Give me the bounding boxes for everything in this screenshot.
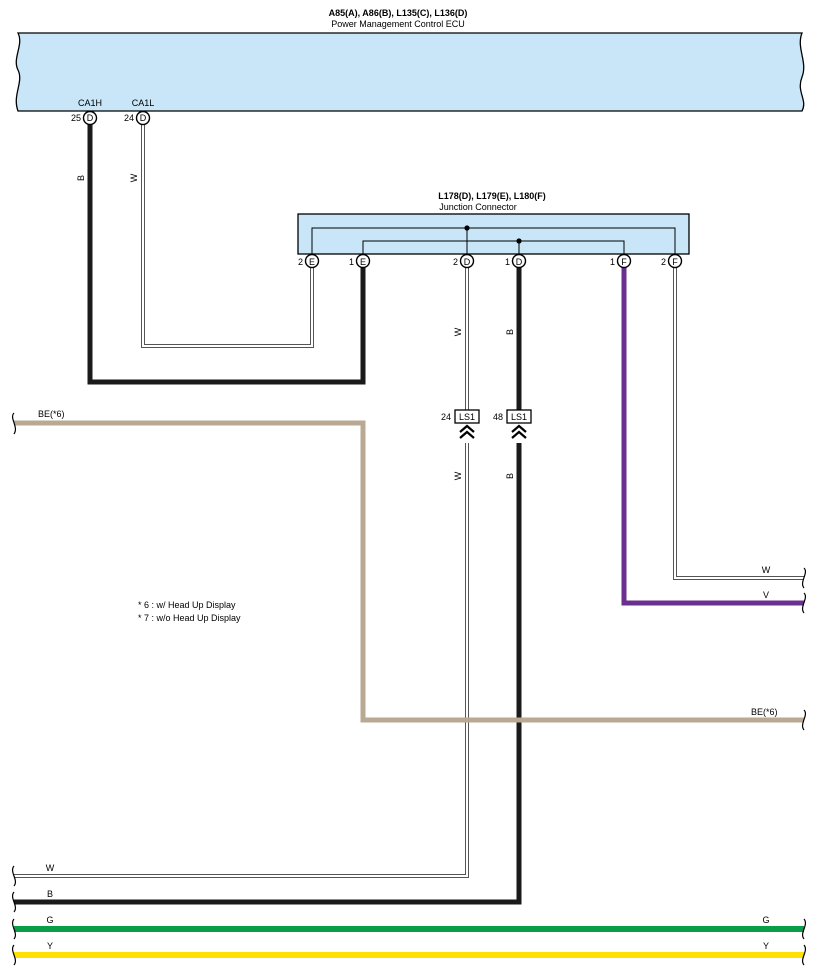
wire-label: Y bbox=[47, 941, 53, 951]
pin-number: 2 bbox=[661, 257, 666, 267]
wire-label: G bbox=[46, 915, 53, 925]
wire-label: B bbox=[76, 175, 86, 181]
junction-pin-f1: 1 F bbox=[610, 253, 632, 269]
connector-chevron-icon bbox=[459, 424, 475, 439]
inline-connector-ls1-24: 24 LS1 bbox=[441, 409, 480, 439]
wire-w-ca1l bbox=[141, 125, 314, 348]
wire-w-ls1-down bbox=[14, 443, 469, 878]
pin-number: 25 bbox=[71, 113, 81, 123]
junction-pin-d1: 1 D bbox=[505, 253, 527, 269]
wire-label: B bbox=[505, 473, 515, 479]
junction-pin-e1: 1 E bbox=[349, 253, 371, 269]
wire-label: G bbox=[762, 915, 769, 925]
wire-label: BE(*6) bbox=[38, 409, 65, 419]
connector-pin-number: 24 bbox=[441, 412, 451, 422]
junction-box bbox=[297, 213, 690, 255]
junction-pin-f2: 2 F bbox=[661, 253, 683, 269]
pin-letter: D bbox=[464, 257, 471, 267]
ecu-pin-ca1h: CA1H 25 D bbox=[71, 98, 102, 126]
pin-letter: F bbox=[621, 257, 627, 267]
connector-label: LS1 bbox=[511, 412, 527, 422]
wire-label: Y bbox=[763, 941, 769, 951]
ecu-codes: A85(A), A86(B), L135(C), L136(D) bbox=[329, 8, 468, 18]
pin-number: 1 bbox=[349, 257, 354, 267]
wire-w-junction-f2 bbox=[673, 268, 804, 580]
pin-letter: D bbox=[516, 257, 523, 267]
pin-letter: D bbox=[140, 113, 147, 123]
wire-label: W bbox=[453, 327, 463, 336]
pin-signal-label: CA1H bbox=[78, 98, 102, 108]
junction-pin-e2: 2 E bbox=[298, 253, 320, 269]
splice-dot bbox=[464, 225, 470, 231]
pin-letter: F bbox=[672, 257, 678, 267]
wire-label: W bbox=[129, 173, 139, 182]
pin-number: 24 bbox=[124, 113, 134, 123]
splice-dot bbox=[516, 238, 522, 244]
pin-number: 1 bbox=[505, 257, 510, 267]
connector-pin-number: 48 bbox=[493, 412, 503, 422]
wire-b-ls1-down bbox=[14, 443, 522, 905]
junction-name: Junction Connector bbox=[439, 202, 517, 212]
note-line: * 7 : w/o Head Up Display bbox=[138, 613, 241, 623]
pin-letter: D bbox=[87, 113, 94, 123]
junction-codes: L178(D), L179(E), L180(F) bbox=[438, 191, 546, 201]
junction-pin-d2: 2 D bbox=[453, 253, 475, 269]
wire-label: BE(*6) bbox=[751, 707, 778, 717]
pin-number: 2 bbox=[298, 257, 303, 267]
wire-v-junction-f1 bbox=[621, 268, 804, 606]
pin-letter: E bbox=[360, 257, 366, 267]
wire-label: B bbox=[47, 889, 53, 899]
connector-label: LS1 bbox=[459, 412, 475, 422]
wire-label: W bbox=[762, 565, 771, 575]
junction-internal-bus bbox=[311, 227, 676, 254]
note-line: * 6 : w/ Head Up Display bbox=[138, 600, 236, 610]
wire-be bbox=[14, 420, 804, 723]
inline-connector-ls1-48: 48 LS1 bbox=[493, 409, 532, 439]
pin-number: 1 bbox=[610, 257, 615, 267]
pin-letter: E bbox=[309, 257, 315, 267]
wire-label: W bbox=[46, 863, 55, 873]
ecu-box bbox=[15, 32, 805, 112]
wire-break-marks bbox=[11, 412, 807, 966]
connector-chevron-icon bbox=[511, 424, 527, 439]
ecu-pin-ca1l: CA1L 24 D bbox=[124, 98, 155, 126]
wire-label: W bbox=[453, 471, 463, 480]
ecu-name: Power Management Control ECU bbox=[331, 19, 465, 29]
wire-label: V bbox=[763, 590, 769, 600]
pin-signal-label: CA1L bbox=[132, 98, 155, 108]
wire-label: B bbox=[505, 329, 515, 335]
pin-number: 2 bbox=[453, 257, 458, 267]
wire-b-ca1h bbox=[87, 125, 366, 385]
